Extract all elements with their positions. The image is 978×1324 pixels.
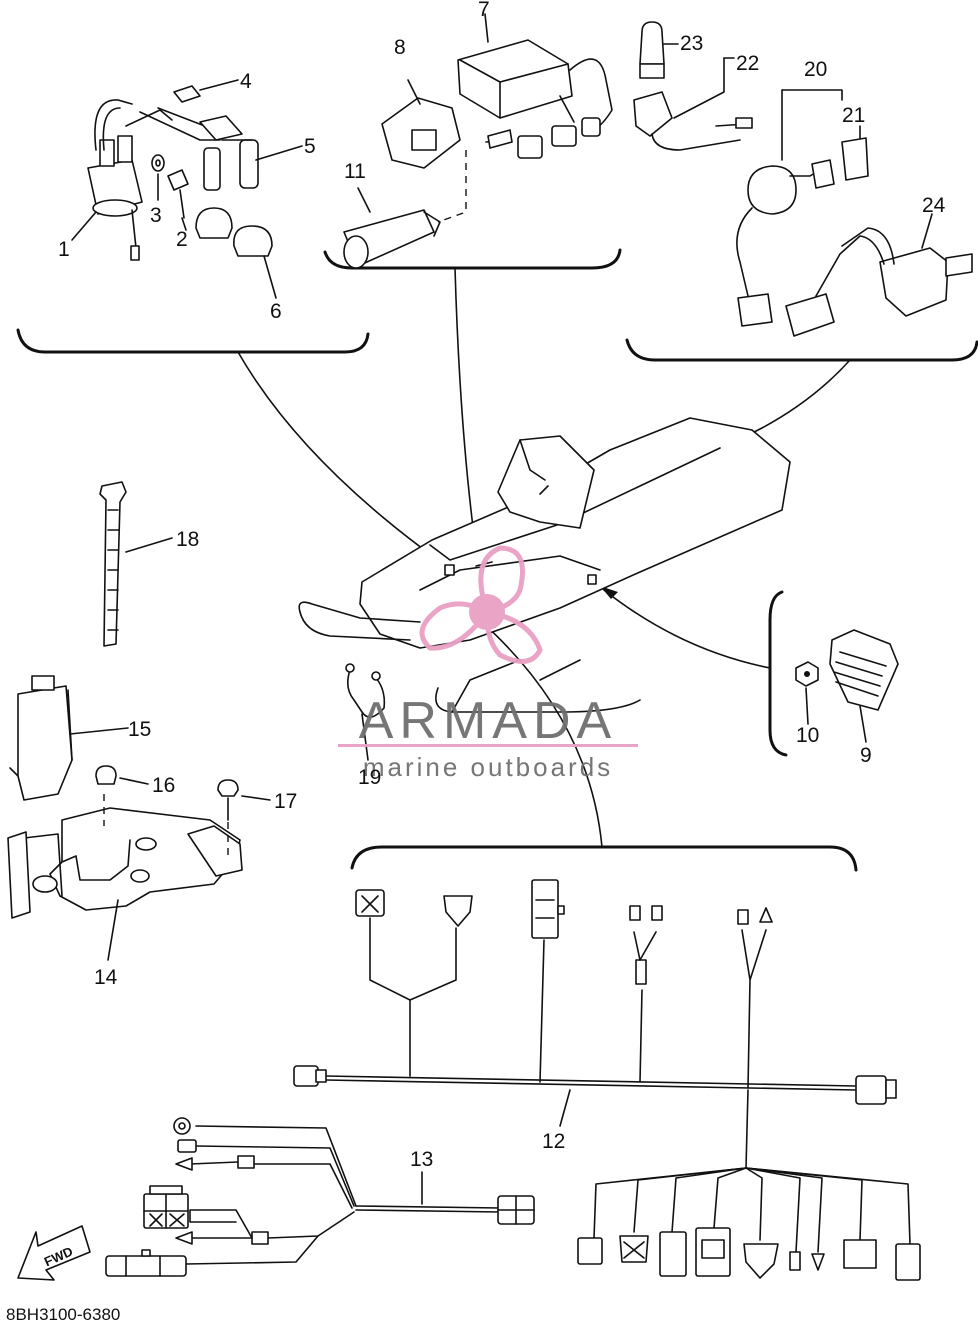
fwd-arrow: FWD	[17, 1225, 91, 1281]
callout-7: 7	[478, 0, 490, 21]
callout-leaders-left	[71, 79, 303, 299]
callout-13: 13	[410, 1148, 433, 1171]
armada-watermark: ARMADA marine outboards	[338, 545, 638, 782]
callout-4: 4	[240, 70, 252, 93]
callout-15: 15	[128, 718, 151, 741]
ignition-coil-group	[71, 79, 303, 299]
wire-hook	[345, 663, 386, 761]
ignition-coil	[87, 99, 173, 261]
cable-tie	[99, 481, 173, 647]
callout-labels: 1 2 3 4 5 6 7 8 9 10 11 12 13 14 15 16 1…	[58, 0, 946, 1171]
callout-17: 17	[274, 790, 297, 813]
main-wire-harness	[293, 879, 921, 1281]
cdi-group	[343, 13, 613, 269]
washer-screw	[151, 154, 189, 219]
sub-wire-harness	[105, 1117, 535, 1277]
propeller-logo-icon	[419, 545, 543, 664]
callout-9: 9	[860, 744, 872, 767]
rubber-caps	[195, 207, 273, 257]
watermark-tagline: marine outboards	[363, 752, 613, 782]
watermark-underline	[338, 744, 638, 747]
callout-21: 21	[842, 104, 865, 127]
plug-caps	[139, 85, 259, 191]
callout-3: 3	[150, 204, 162, 227]
callout-1: 1	[58, 238, 70, 261]
callout-19: 19	[358, 766, 381, 789]
callout-22: 22	[736, 52, 759, 75]
switch-group	[633, 21, 973, 337]
callout-11: 11	[344, 160, 366, 183]
diagram-code: 8BH3100-6380	[6, 1305, 120, 1324]
group-brackets	[16, 248, 978, 872]
regulator-group	[795, 629, 899, 743]
callout-16: 16	[152, 774, 175, 797]
callout-14: 14	[94, 966, 118, 989]
bracket-assembly	[7, 675, 271, 961]
watermark-brand: ARMADA	[359, 692, 617, 750]
snowmobile-illustration	[298, 417, 791, 713]
callout-12: 12	[542, 1130, 565, 1153]
callout-8: 8	[394, 36, 406, 59]
callout-24: 24	[922, 194, 946, 217]
callout-20: 20	[804, 58, 827, 81]
callout-6: 6	[270, 300, 282, 323]
callout-18: 18	[176, 528, 199, 551]
callout-5: 5	[304, 135, 316, 158]
callout-10: 10	[796, 724, 819, 747]
callout-23: 23	[680, 32, 703, 55]
callout-2: 2	[176, 228, 188, 251]
